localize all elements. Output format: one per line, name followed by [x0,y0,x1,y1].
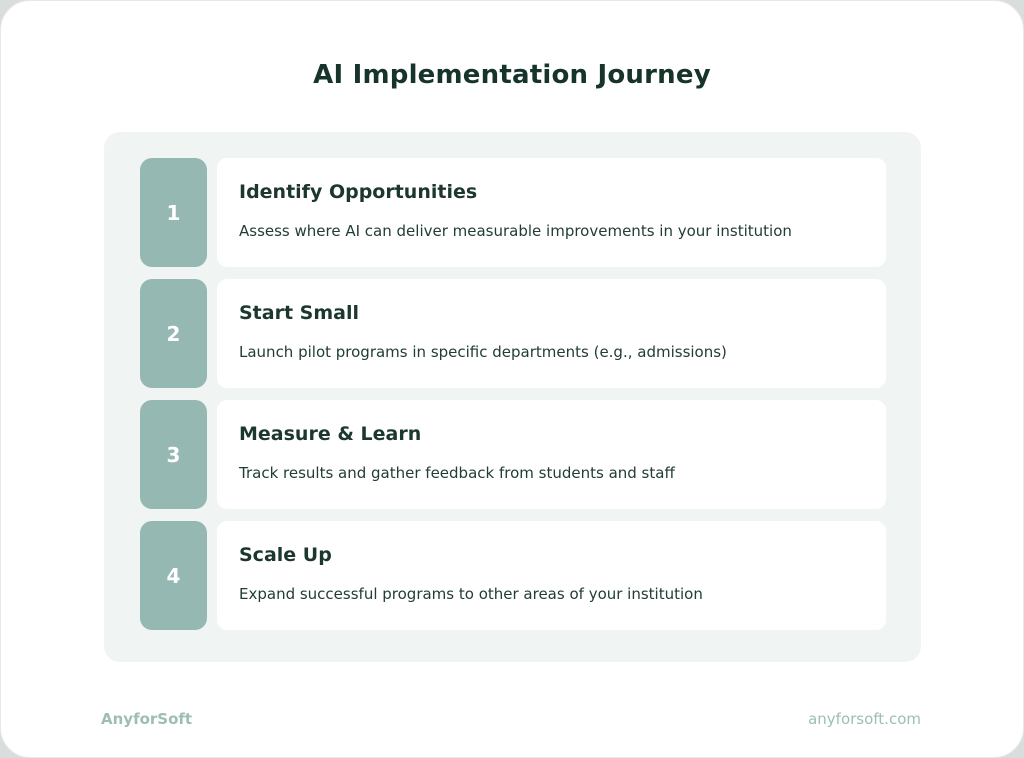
step-row-1: 1 Identify Opportunities Assess where AI… [140,158,886,267]
brand-name: AnyforSoft [101,710,193,728]
step-description: Launch pilot programs in specific depart… [239,342,727,361]
step-card: Measure & Learn Track results and gather… [217,400,886,509]
step-title: Identify Opportunities [239,181,478,203]
step-number-badge: 2 [140,279,207,388]
footer: AnyforSoft anyforsoft.com [101,710,921,728]
step-number-badge: 4 [140,521,207,630]
step-number: 3 [166,442,181,467]
step-card: Identify Opportunities Assess where AI c… [217,158,886,267]
step-description: Assess where AI can deliver measurable i… [239,221,792,240]
website-link[interactable]: anyforsoft.com [808,710,921,728]
step-description: Expand successful programs to other area… [239,584,703,603]
step-row-2: 2 Start Small Launch pilot programs in s… [140,279,886,388]
step-card: Scale Up Expand successful programs to o… [217,521,886,630]
step-title: Start Small [239,302,359,324]
step-number: 4 [166,563,181,588]
step-row-3: 3 Measure & Learn Track results and gath… [140,400,886,509]
step-title: Scale Up [239,544,332,566]
step-number-badge: 3 [140,400,207,509]
page-title: AI Implementation Journey [313,60,711,90]
step-description: Track results and gather feedback from s… [239,463,675,482]
step-card: Start Small Launch pilot programs in spe… [217,279,886,388]
steps-panel: 1 Identify Opportunities Assess where AI… [104,132,921,662]
step-number: 2 [166,321,181,346]
step-number-badge: 1 [140,158,207,267]
step-row-4: 4 Scale Up Expand successful programs to… [140,521,886,630]
step-title: Measure & Learn [239,423,422,445]
step-number: 1 [166,200,181,225]
